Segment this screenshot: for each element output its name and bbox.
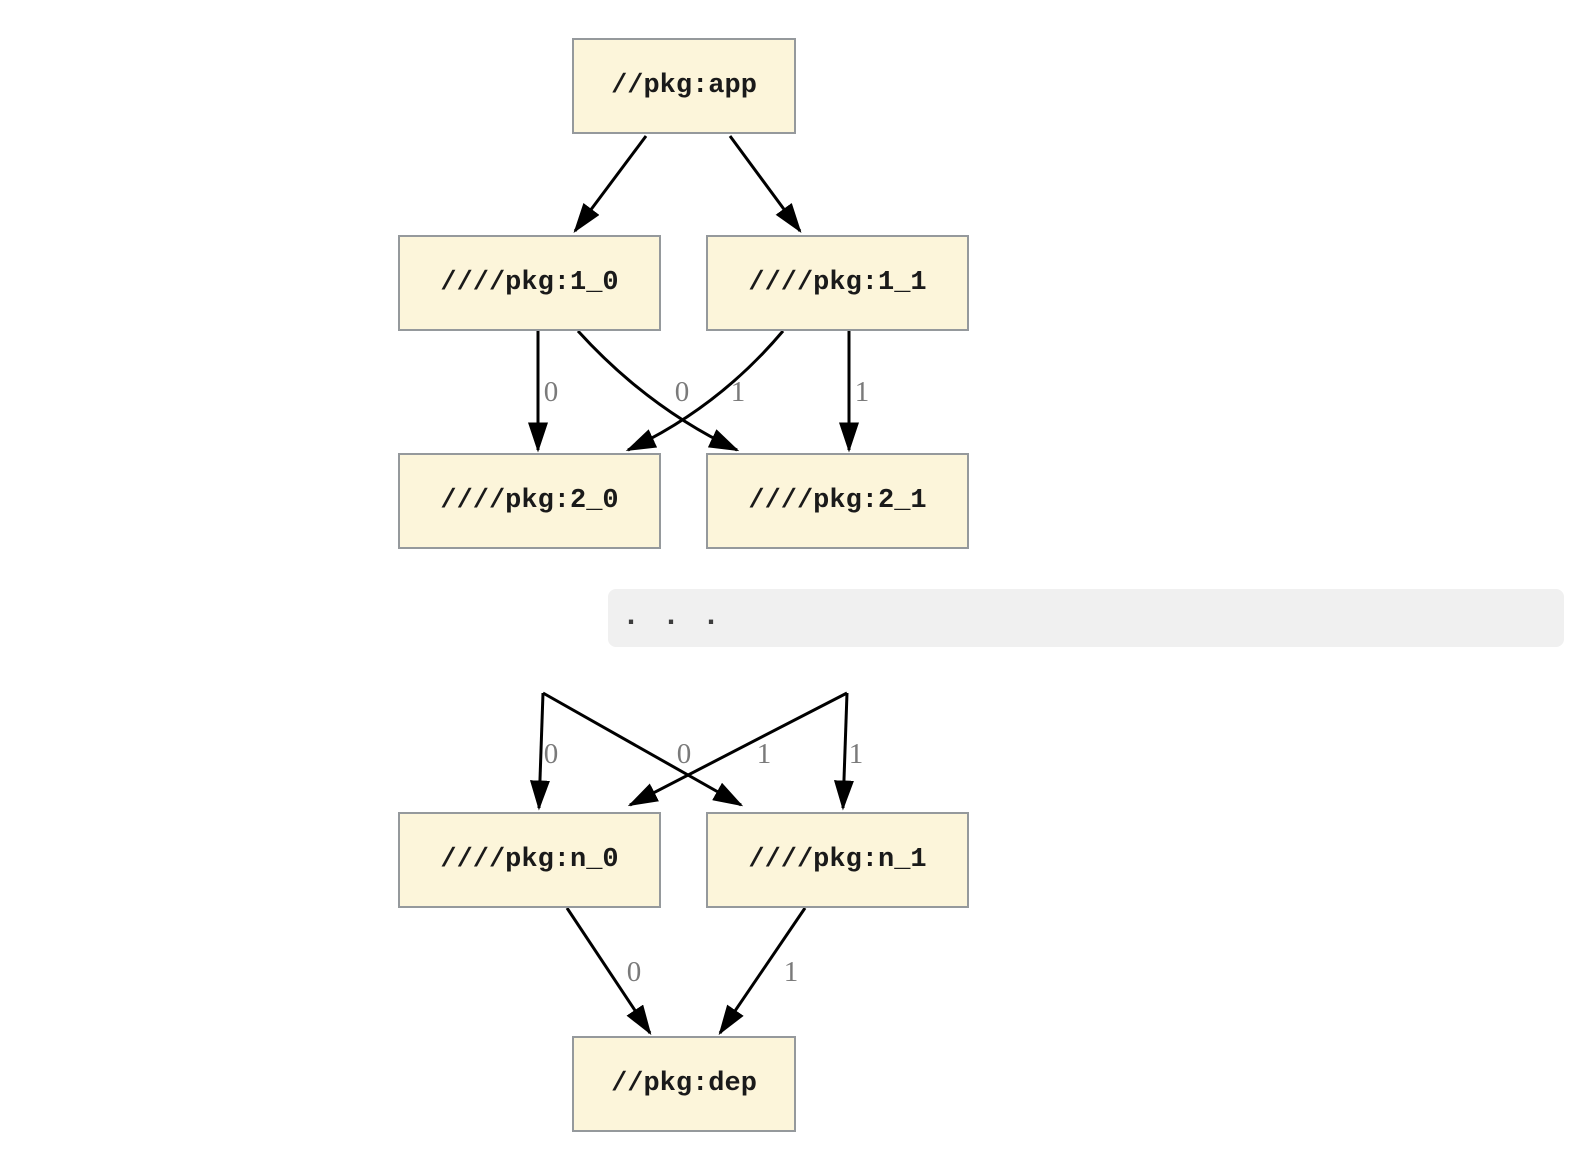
ellipsis-code-strip: . . . [608,589,1564,647]
node-1_1: ////pkg:1_1 [706,235,969,331]
edge-n_0-to-dep-10 [565,907,652,1036]
edge-app-to-1_1-1 [728,135,802,234]
edge-app-to-1_0-0 [573,135,648,234]
edge-label-n_1-to-dep-11: 1 [784,956,799,988]
node-dep: //pkg:dep [572,1036,796,1132]
edge-ellipsis-to-n_1-9 [833,692,854,811]
node-2_0: ////pkg:2_0 [398,453,661,549]
edge-ellipsis-to-n_1-7 [542,691,744,807]
edge-label-ellipsis-to-n_1-7: 1 [757,738,772,770]
node-1_0: ////pkg:1_0 [398,235,661,331]
node-n_0: ////pkg:n_0 [398,812,661,908]
edge-label-1_0-to-2_1-3: 1 [731,376,746,408]
edge-label-1_1-to-2_0-4: 0 [675,376,690,408]
node-2_1: ////pkg:2_1 [706,453,969,549]
edge-n_1-to-dep-11 [718,907,807,1036]
edge-label-1_0-to-2_0-2: 0 [544,376,559,408]
edge-1_1-to-2_0-4 [625,330,785,452]
edges-group: 0 1 0 1 0 1 0 1 0 1 [528,135,870,1036]
edge-ellipsis-to-n_0-8 [627,691,848,807]
edge-label-1_1-to-2_1-5: 1 [855,376,870,408]
node-n_1: ////pkg:n_1 [706,812,969,908]
edge-label-ellipsis-to-n_0-6: 0 [544,738,559,770]
node-app: //pkg:app [572,38,796,134]
edge-ellipsis-to-n_0-6 [529,692,550,811]
edge-label-ellipsis-to-n_1-9: 1 [849,738,864,770]
edge-1_0-to-2_1-3 [576,329,740,452]
edge-label-ellipsis-to-n_0-8: 0 [677,738,692,770]
edge-label-n_0-to-dep-10: 0 [627,956,642,988]
